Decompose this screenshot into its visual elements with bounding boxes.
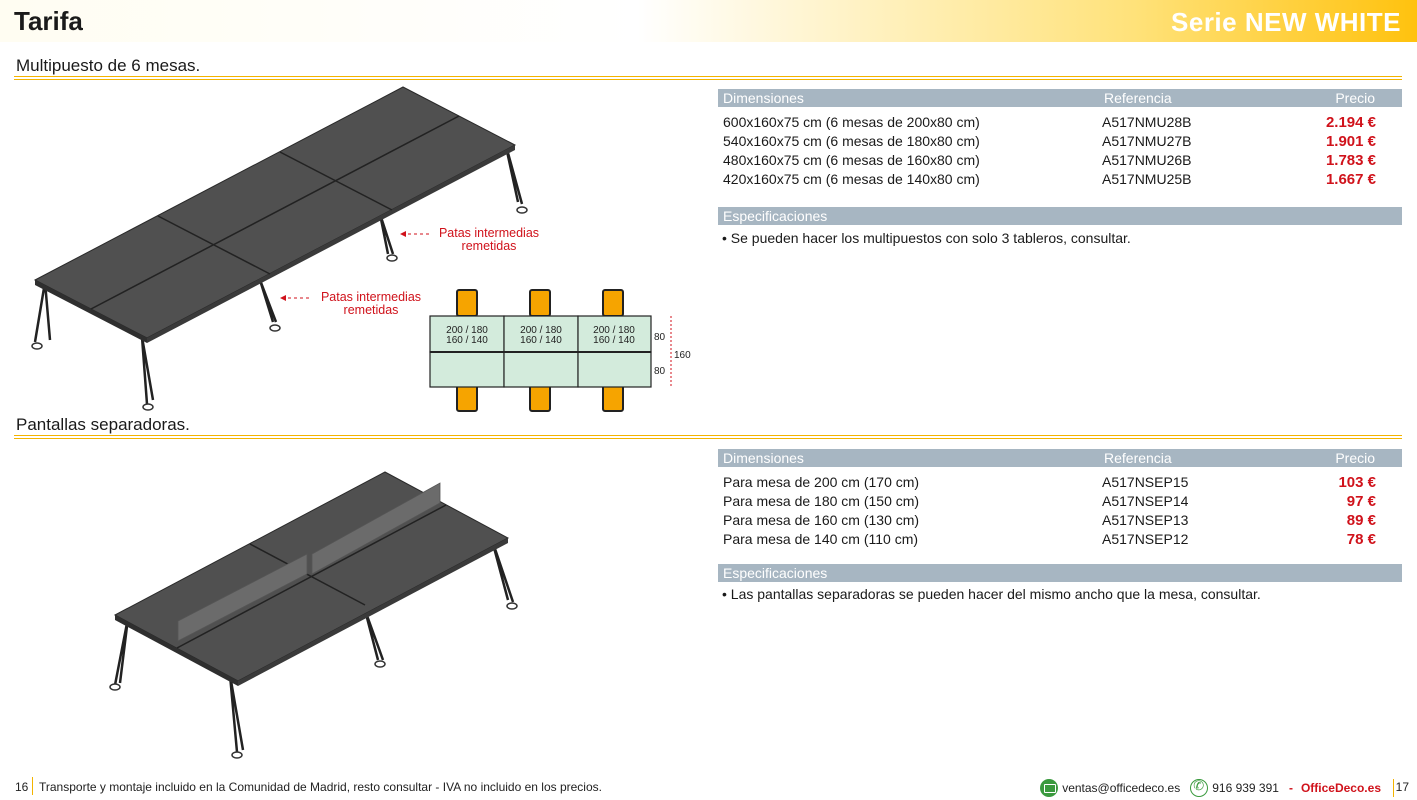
spec-item: • Las pantallas separadoras se pueden ha… (722, 586, 1261, 602)
callout-patas-2-line1: Patas intermedias (321, 290, 421, 304)
row-price: 1.667 € (1325, 171, 1376, 188)
page-title: Tarifa (14, 6, 83, 36)
spec-item: • Se pueden hacer los multipuestos con s… (722, 230, 1131, 246)
row-dimensions: Para mesa de 140 cm (110 cm) (723, 531, 919, 547)
row-price: 103 € (1338, 474, 1376, 491)
row-dimensions: 540x160x75 cm (6 mesas de 180x80 cm) (723, 133, 980, 149)
col-price: Precio (1335, 90, 1375, 106)
row-price: 97 € (1346, 493, 1376, 510)
specs-header: Especificaciones (718, 564, 1402, 582)
table-row: Para mesa de 200 cm (170 cm) A517NSEP15 … (718, 473, 1402, 492)
row-reference: A517NMU25B (1102, 171, 1192, 187)
table-row: 420x160x75 cm (6 mesas de 140x80 cm) A51… (718, 170, 1402, 189)
row-dimensions: Para mesa de 160 cm (130 cm) (723, 512, 920, 528)
pantallas-illustration (109, 471, 518, 759)
plan-cell-label: 160 / 140 (520, 335, 562, 346)
row-dimensions: 600x160x75 cm (6 mesas de 200x80 cm) (723, 114, 980, 130)
col-reference: Referencia (1104, 90, 1172, 106)
row-price: 2.194 € (1325, 114, 1376, 131)
col-dimensions: Dimensiones (723, 90, 804, 106)
series-title: Serie NEW WHITE (1171, 7, 1401, 37)
row-dimensions: Para mesa de 180 cm (150 cm) (723, 493, 920, 509)
section-divider (14, 76, 1402, 80)
row-reference: A517NSEP15 (1102, 474, 1189, 490)
footer-dash: - (1288, 781, 1293, 795)
section-title-pantallas: Pantallas separadoras. (16, 415, 190, 434)
plan-depth-bottom: 80 (654, 366, 666, 377)
row-reference: A517NMU28B (1102, 114, 1192, 130)
col-price: Precio (1335, 450, 1375, 466)
footer-divider (32, 777, 33, 795)
floor-plan: 200 / 180 160 / 140 200 / 180 160 / 140 … (429, 289, 691, 412)
row-reference: A517NMU27B (1102, 133, 1192, 149)
plan-depth-total: 160 (674, 350, 691, 361)
footer-note: Transporte y montaje incluido en la Comu… (39, 780, 602, 794)
price-table-header: Dimensiones Referencia Precio (718, 89, 1402, 107)
footer-divider (1393, 779, 1394, 797)
footer-brand[interactable]: OfficeDeco.es (1300, 781, 1381, 795)
plan-cell-label: 200 / 180 (446, 325, 488, 336)
table-row: Para mesa de 180 cm (150 cm) A517NSEP14 … (718, 492, 1402, 511)
row-dimensions: Para mesa de 200 cm (170 cm) (723, 474, 920, 490)
email-icon (1040, 779, 1059, 797)
plan-cell-label: 200 / 180 (520, 325, 562, 336)
multipuesto-illustration: Patas intermedias remetidas Patas interm… (31, 86, 691, 412)
table-row: 540x160x75 cm (6 mesas de 180x80 cm) A51… (718, 132, 1402, 151)
row-price: 1.901 € (1325, 133, 1376, 150)
phone-icon (1190, 779, 1209, 797)
row-price: 89 € (1346, 512, 1376, 529)
row-dimensions: 420x160x75 cm (6 mesas de 140x80 cm) (723, 171, 980, 187)
footer-phone[interactable]: 916 939 391 (1212, 781, 1279, 795)
callout-patas-2-line2: remetidas (344, 303, 399, 317)
plan-cell-label: 160 / 140 (446, 335, 488, 346)
plan-cell-label: 200 / 180 (593, 325, 635, 336)
col-dimensions: Dimensiones (723, 450, 804, 466)
page-footer: 16 Transporte y montaje incluido en la C… (0, 774, 1417, 800)
callout-patas-1-line1: Patas intermedias (439, 226, 539, 240)
row-reference: A517NSEP13 (1102, 512, 1189, 528)
table-row: Para mesa de 140 cm (110 cm) A517NSEP12 … (718, 530, 1402, 549)
section-title-multipuesto: Multipuesto de 6 mesas. (16, 56, 201, 75)
table-row: Para mesa de 160 cm (130 cm) A517NSEP13 … (718, 511, 1402, 530)
section-divider (14, 435, 1402, 439)
callout-patas-1-line2: remetidas (462, 239, 517, 253)
row-dimensions: 480x160x75 cm (6 mesas de 160x80 cm) (723, 152, 980, 168)
row-price: 1.783 € (1325, 152, 1376, 169)
row-price: 78 € (1346, 531, 1376, 548)
row-reference: A517NMU26B (1102, 152, 1192, 168)
table-row: 480x160x75 cm (6 mesas de 160x80 cm) A51… (718, 151, 1402, 170)
plan-depth-top: 80 (654, 332, 666, 343)
specs-header: Especificaciones (718, 207, 1402, 225)
page-header: Tarifa Serie NEW WHITE (0, 0, 1417, 42)
col-reference: Referencia (1104, 450, 1172, 466)
plan-cell-label: 160 / 140 (593, 335, 635, 346)
page-number-left: 16 (15, 780, 29, 794)
footer-contact: ventas@officedeco.es 916 939 391 - Offic… (1040, 778, 1394, 798)
row-reference: A517NSEP14 (1102, 493, 1189, 509)
page-number-right: 17 (1395, 780, 1409, 794)
row-reference: A517NSEP12 (1102, 531, 1189, 547)
table-row: 600x160x75 cm (6 mesas de 200x80 cm) A51… (718, 113, 1402, 132)
price-table-header: Dimensiones Referencia Precio (718, 449, 1402, 467)
footer-email[interactable]: ventas@officedeco.es (1062, 781, 1181, 795)
